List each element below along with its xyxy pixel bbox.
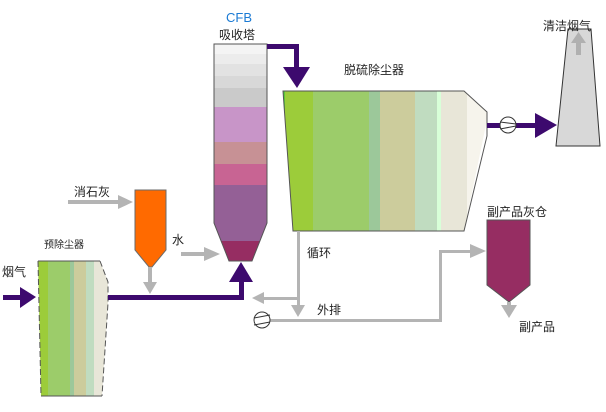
main-flow-lines: [3, 44, 557, 308]
byproduct-silo: [486, 219, 531, 303]
byproduct-label: 副产品: [519, 320, 556, 334]
absorber-label: 吸收塔: [219, 28, 256, 42]
slaked-lime-label: 消石灰: [74, 185, 111, 199]
desulf-dust-collector-label: 脱硫除尘器: [344, 63, 405, 77]
recirculation-fan-icon: [253, 311, 271, 329]
stack-up-arrow-icon: [571, 32, 586, 55]
byproduct-silo-label: 副产品灰仓: [487, 205, 548, 219]
discharge-label: 外排: [317, 303, 342, 317]
pre-dust-collector: [37, 260, 109, 397]
stack: [555, 28, 601, 147]
flue-gas-label: 烟气: [2, 265, 27, 279]
recirculation-label: 循环: [307, 246, 332, 260]
aux-flow-lines: [68, 195, 517, 322]
desulfurization-dust-collector: [282, 90, 488, 232]
exhaust-fan-icon: [499, 116, 517, 134]
cfb-label: CFB: [226, 10, 252, 25]
pre-dust-collector-label: 预除尘器: [44, 240, 84, 251]
water-label: 水: [172, 233, 185, 247]
absorber-tower: [213, 43, 268, 262]
clean-flue-gas-label: 清洁烟气: [543, 19, 592, 33]
lime-silo: [134, 189, 167, 268]
